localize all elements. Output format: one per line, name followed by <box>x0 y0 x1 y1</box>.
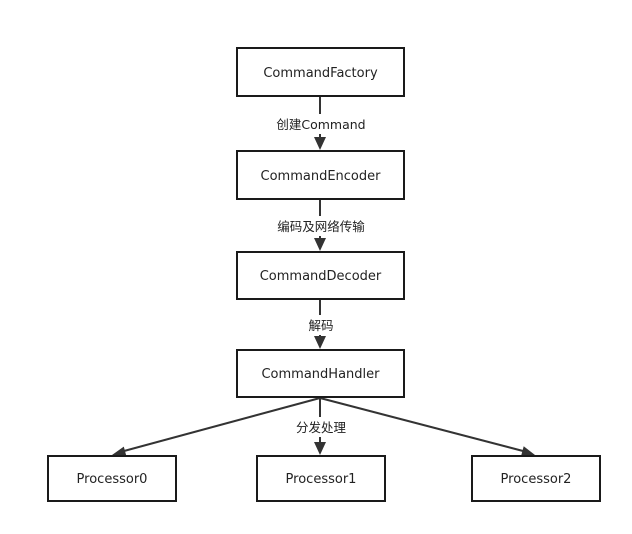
node-command-encoder-label: CommandEncoder <box>261 169 382 184</box>
edge-handler-to-processor2 <box>319 397 535 458</box>
edge-label-encode-transfer: 编码及网络传输 <box>272 216 370 236</box>
edge-label-dispatch-text: 分发处理 <box>296 420 347 435</box>
node-command-factory: CommandFactory <box>236 47 405 97</box>
arrowhead-icon <box>314 137 326 150</box>
arrowhead-icon <box>314 238 326 251</box>
node-processor1-label: Processor1 <box>286 472 357 487</box>
node-command-encoder: CommandEncoder <box>236 150 405 200</box>
edge-handler-to-processor0 <box>112 397 321 458</box>
node-processor2-label: Processor2 <box>501 472 572 487</box>
node-command-handler-label: CommandHandler <box>261 367 380 382</box>
node-processor1: Processor1 <box>256 455 386 502</box>
node-processor2: Processor2 <box>471 455 601 502</box>
node-command-decoder: CommandDecoder <box>236 251 405 300</box>
node-processor0: Processor0 <box>47 455 177 502</box>
edge-label-create-text: 创建Command <box>276 117 365 132</box>
node-processor0-label: Processor0 <box>77 472 148 487</box>
node-command-factory-label: CommandFactory <box>263 66 378 81</box>
edge-label-encode-transfer-text: 编码及网络传输 <box>277 219 365 234</box>
node-command-decoder-label: CommandDecoder <box>260 269 382 284</box>
arrowhead-icon <box>314 336 326 349</box>
arrowhead-icon <box>314 442 326 455</box>
arrowhead-icon <box>112 446 127 458</box>
edge-label-decode: 解码 <box>304 315 338 335</box>
arrowhead-icon <box>520 446 535 458</box>
edge-label-dispatch: 分发处理 <box>291 417 351 437</box>
edge-label-decode-text: 解码 <box>308 318 333 333</box>
edge-label-create: 创建Command <box>274 114 368 134</box>
node-command-handler: CommandHandler <box>236 349 405 398</box>
